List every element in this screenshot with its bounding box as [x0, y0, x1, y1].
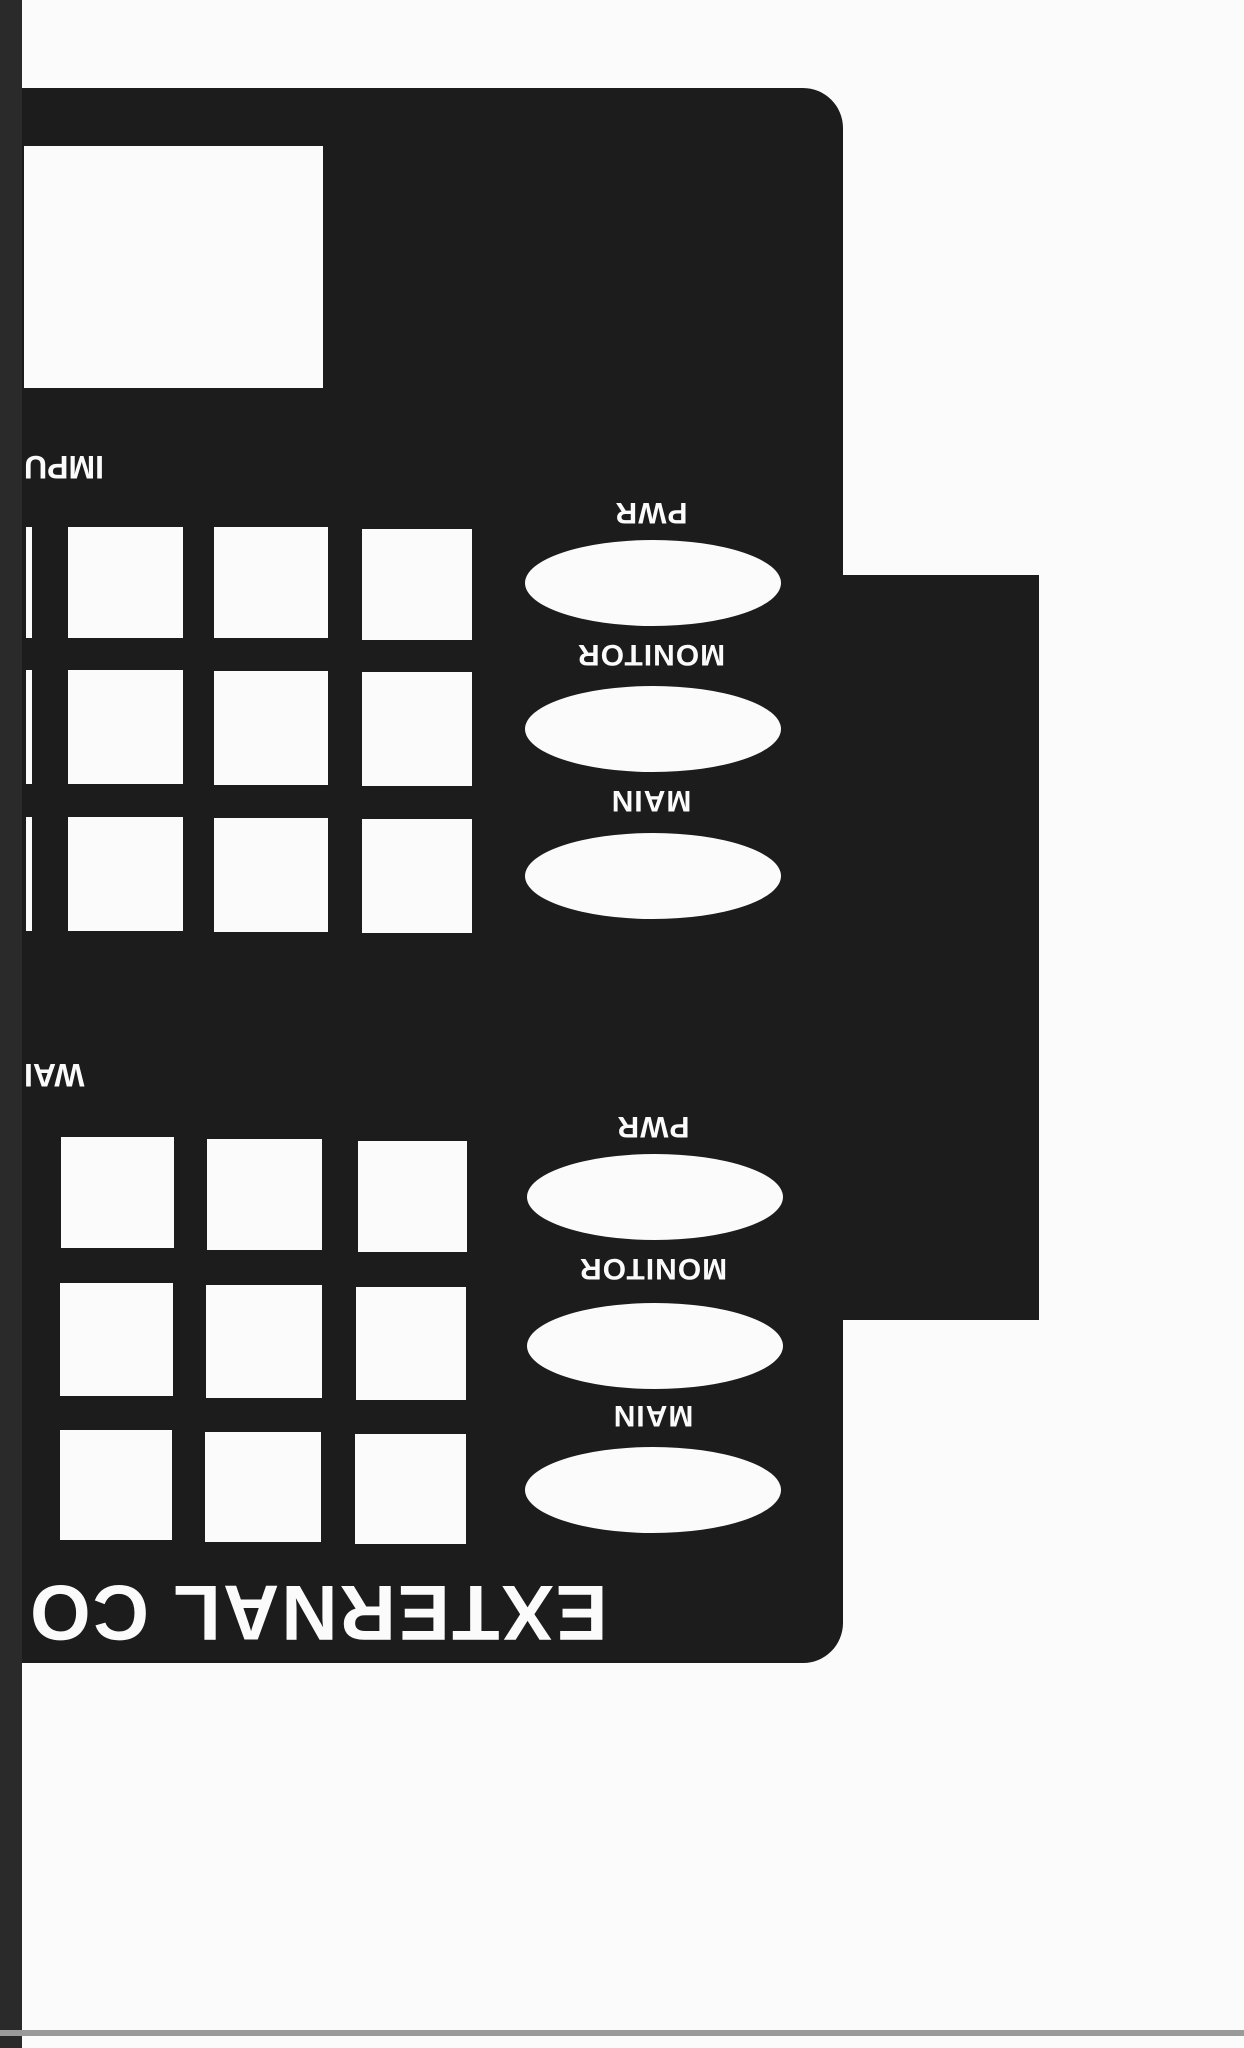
display-window-cutout: [24, 146, 323, 388]
key-cutout: [214, 527, 328, 638]
key-cutout-sliver: [26, 527, 32, 638]
main-label: MAIN: [610, 784, 692, 817]
section-label-impu: IMPU: [24, 449, 104, 485]
key-cutout: [362, 672, 472, 786]
key-cutout: [356, 1287, 466, 1400]
key-cutout: [362, 819, 472, 933]
monitor-button-cutout: [525, 686, 781, 772]
page-edge: [0, 0, 22, 2048]
panel-title: EXTERNAL CO: [28, 1569, 608, 1657]
section-label-wai: WAI: [24, 1057, 85, 1093]
key-cutout: [214, 671, 328, 785]
key-cutout: [362, 529, 472, 640]
key-cutout: [61, 1137, 174, 1248]
key-cutout: [214, 818, 328, 932]
key-cutout: [60, 1283, 173, 1396]
scan-edge-line: [0, 2030, 1244, 2036]
main-button-cutout: [525, 833, 781, 919]
pwr-label: PWR: [616, 1110, 690, 1143]
key-cutout: [60, 1430, 172, 1540]
key-cutout-sliver: [26, 670, 32, 784]
pwr-button-cutout: [525, 540, 781, 626]
key-cutout: [205, 1432, 321, 1542]
key-cutout: [206, 1285, 322, 1398]
main-button-cutout: [525, 1447, 781, 1533]
monitor-label: MONITOR: [578, 1252, 728, 1285]
key-cutout: [355, 1434, 466, 1544]
key-cutout-sliver: [26, 817, 32, 931]
pwr-label: PWR: [614, 496, 688, 529]
key-cutout: [68, 670, 183, 784]
key-cutout: [68, 527, 183, 638]
key-cutout: [68, 817, 183, 931]
key-cutout: [358, 1141, 467, 1252]
monitor-button-cutout: [527, 1303, 783, 1389]
panel-tab: [840, 575, 1039, 1320]
key-cutout: [207, 1139, 322, 1250]
monitor-label: MONITOR: [576, 638, 726, 671]
pwr-button-cutout: [527, 1154, 783, 1240]
main-label: MAIN: [612, 1399, 694, 1432]
